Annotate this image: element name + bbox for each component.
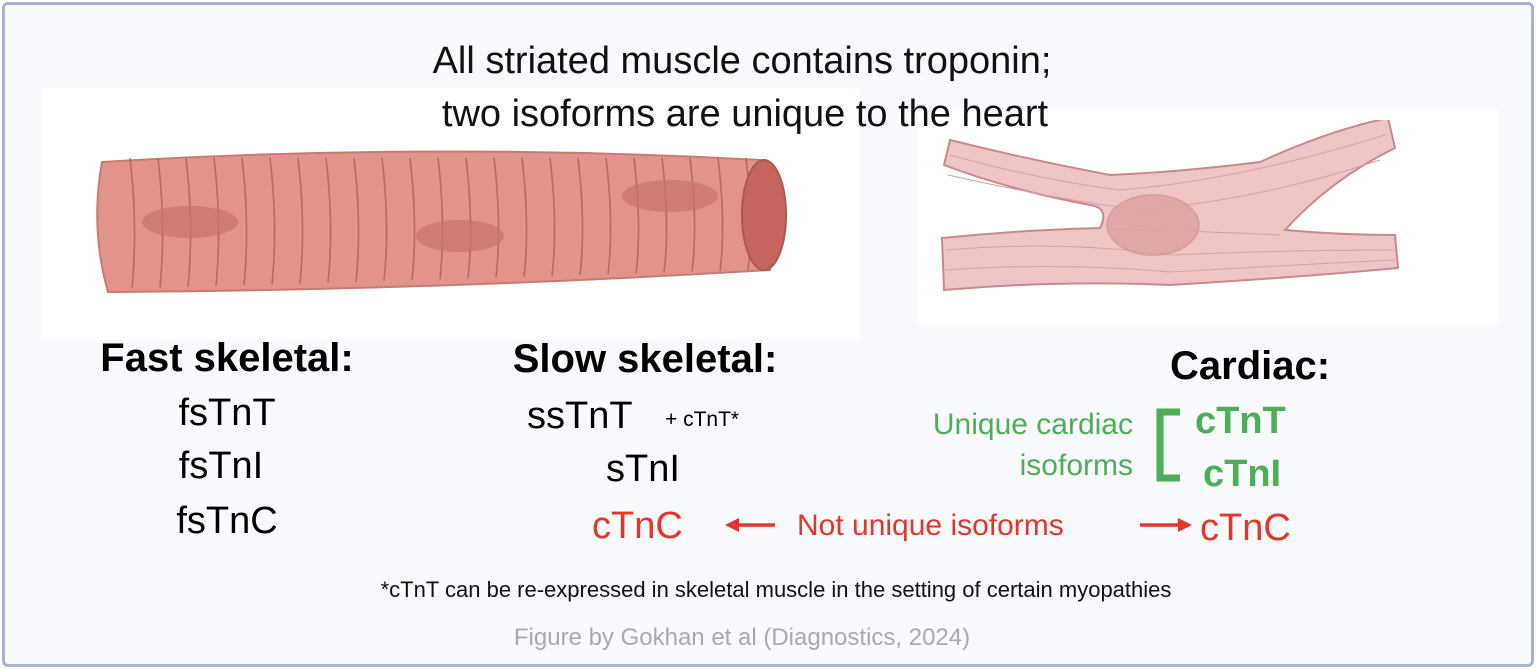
striation-line — [269, 157, 276, 285]
striation-line — [717, 157, 724, 271]
arrow-right-icon — [1140, 518, 1192, 532]
slow-isoform: ssTnT — [527, 395, 633, 437]
slow-skeletal-heading: Slow skeletal: — [512, 337, 778, 381]
cardiac-unique-isoform: cTnI — [1203, 453, 1282, 495]
skeletal-muscle-fiber-illustration — [96, 150, 787, 294]
unique-label-line2: isoforms — [1019, 449, 1133, 482]
striation-line — [661, 157, 668, 273]
striation-line — [521, 157, 528, 277]
striation-line — [325, 157, 332, 283]
striation-line — [605, 157, 612, 275]
striation-line — [409, 157, 416, 281]
fast-skeletal-heading: Fast skeletal: — [100, 336, 354, 380]
arrow-left-icon — [725, 518, 775, 532]
title-line-2: two isoforms are unique to the heart — [441, 93, 1049, 135]
footnote: *cTnT can be re-expressed in skeletal mu… — [380, 577, 1172, 602]
not-unique-label: Not unique isoforms — [797, 509, 1064, 542]
striation-line — [493, 157, 500, 278]
unique-label-line1: Unique cardiac — [932, 408, 1133, 441]
striation-line — [633, 157, 640, 274]
figure-credit: Figure by Gokhan et al (Diagnostics, 202… — [513, 624, 971, 651]
title-line-1: All striated muscle contains troponin; — [432, 40, 1052, 82]
striation-line — [381, 157, 388, 282]
slow-note: + cTnT* — [665, 408, 740, 431]
striation-line — [297, 157, 304, 284]
striation-line — [577, 157, 584, 276]
cardiac-unique-isoform: cTnT — [1195, 400, 1286, 442]
striation-line — [549, 157, 556, 276]
striation-line — [689, 157, 696, 272]
fast-isoform: fsTnT — [178, 392, 276, 434]
cardiomyocyte-illustration — [940, 120, 1400, 292]
striation-line — [353, 157, 360, 282]
cardiac-shared-isoform: cTnC — [1200, 507, 1291, 549]
bracket-icon — [1156, 408, 1180, 482]
cardiac-heading: Cardiac: — [1170, 344, 1331, 388]
striation-line — [241, 157, 248, 286]
fast-isoform: fsTnC — [176, 500, 278, 542]
fast-isoform: fsTnI — [178, 445, 264, 487]
slow-isoform-shared: cTnC — [592, 505, 683, 547]
slow-isoform: sTnI — [606, 448, 680, 490]
striation-line — [129, 157, 136, 289]
